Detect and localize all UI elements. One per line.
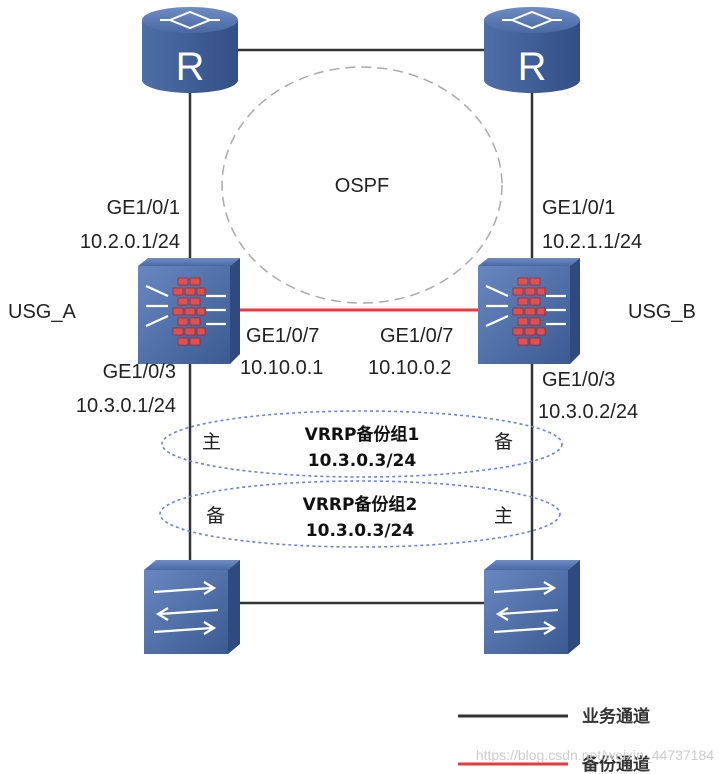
vrrp-group-2-ellipse <box>159 480 561 548</box>
usg-a-up-ip: 10.2.0.1/24 <box>80 231 180 253</box>
usg-b-up-ip: 10.2.1.1/24 <box>542 231 642 253</box>
router-left: R <box>142 7 238 93</box>
router-r-glyph: R <box>518 45 547 89</box>
router-arrows-icon <box>160 10 220 30</box>
usg-b-heartbeat-port: GE1/0/7 <box>380 325 453 347</box>
watermark: https://blog.csdn.net/weixin_44737184 <box>476 747 714 763</box>
router-arrows-icon <box>502 10 562 30</box>
usg-a-up-port: GE1/0/1 <box>107 197 180 219</box>
ospf-label: OSPF <box>335 175 389 197</box>
vrrp-group-1-left-role: 主 <box>202 431 221 453</box>
usg-a-heartbeat-port: GE1/0/7 <box>246 325 319 347</box>
legend-business-label: 业务通道 <box>582 706 650 727</box>
vrrp-group-2-name: VRRP备份组2 <box>303 494 418 515</box>
usg-a-heartbeat-ip: 10.10.0.1 <box>240 357 323 379</box>
legend: 业务通道 备份通道 <box>458 706 650 774</box>
usg-a-down-ip: 10.3.0.1/24 <box>76 395 176 417</box>
vrrp-group-1-name: VRRP备份组1 <box>305 424 420 445</box>
vrrp-group-1-vip: 10.3.0.3/24 <box>308 451 417 471</box>
vrrp-group-2-left-role: 备 <box>206 505 225 527</box>
usg-b-heartbeat-ip: 10.10.0.2 <box>368 357 451 379</box>
vrrp-group-1-ellipse <box>161 410 563 478</box>
vrrp-group-1-right-role: 备 <box>494 431 513 453</box>
legend-backup-label: 备份通道 <box>581 754 650 774</box>
usg-b-up-port: GE1/0/1 <box>542 197 615 219</box>
vrrp-group-2-vip: 10.3.0.3/24 <box>306 521 415 541</box>
usg-b-down-port: GE1/0/3 <box>542 369 615 391</box>
router-right: R <box>484 7 580 93</box>
firewall-usg-a-icon <box>138 258 240 364</box>
switch-right-icon <box>484 560 580 654</box>
router-r-glyph: R <box>176 45 205 89</box>
switch-left-icon <box>144 560 240 654</box>
usg-b-down-ip: 10.3.0.2/24 <box>538 401 638 423</box>
usg-b-name: USG_B <box>628 301 696 323</box>
vrrp-group-2-right-role: 主 <box>494 505 513 527</box>
firewall-usg-b-icon <box>478 258 580 364</box>
usg-a-name: USG_A <box>8 301 76 323</box>
ospf-area-ellipse <box>221 66 503 304</box>
usg-a-down-port: GE1/0/3 <box>103 361 176 383</box>
